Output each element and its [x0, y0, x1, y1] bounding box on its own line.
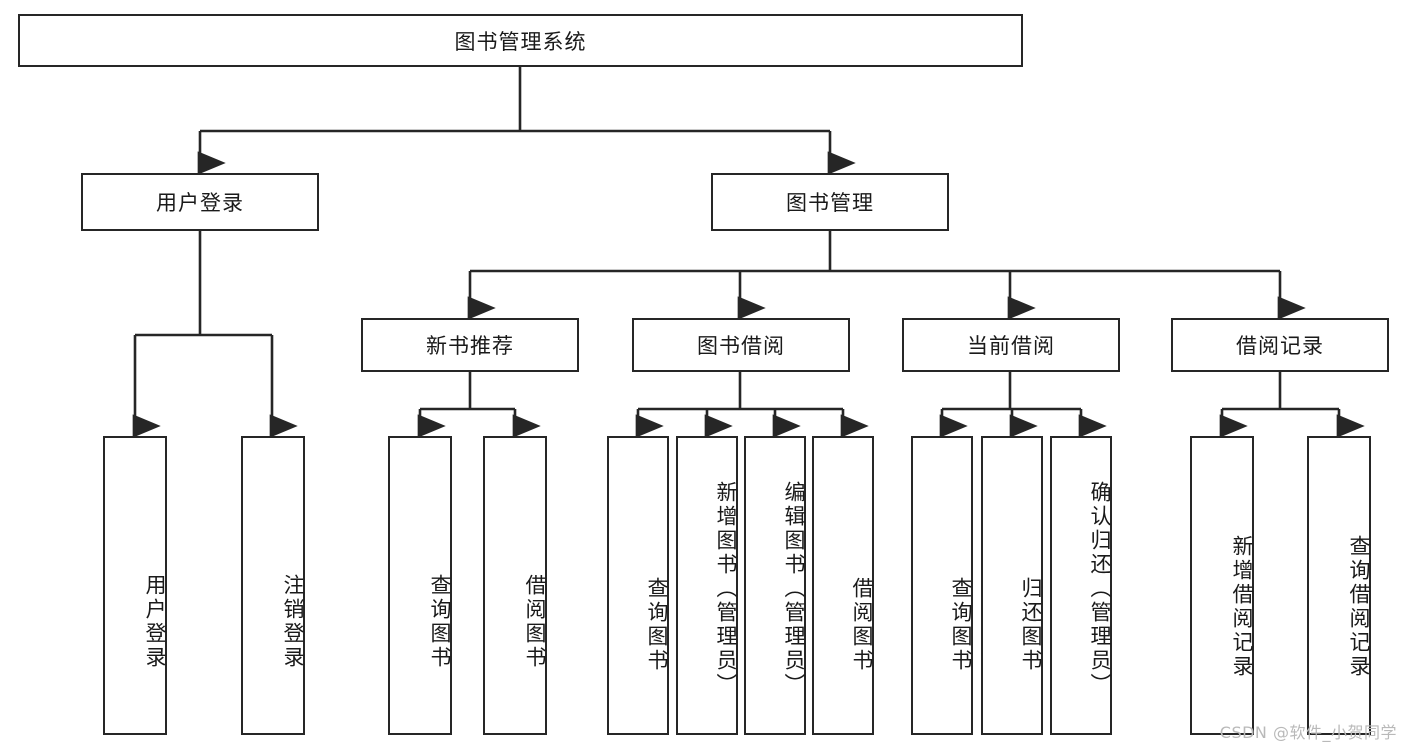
node-leaf-bb-add-book-admin[interactable]: 新增图书（管理员） [676, 436, 738, 735]
node-user-login[interactable]: 用户登录 [81, 173, 319, 231]
node-root[interactable]: 图书管理系统 [18, 14, 1023, 67]
node-leaf-bb-edit-book-admin-label: 编辑图书（管理员） [782, 480, 806, 697]
node-leaf-cb-confirm-return-admin-label: 确认归还（管理员） [1088, 480, 1112, 697]
node-leaf-cb-query-book-label: 查询图书 [949, 576, 973, 673]
node-leaf-br-add-record-label: 新增借阅记录 [1230, 534, 1254, 679]
node-leaf-nbr-query-book-label: 查询图书 [428, 573, 452, 670]
node-leaf-nbr-borrow-book-label: 借阅图书 [523, 573, 547, 670]
node-leaf-cb-return-book-label: 归还图书 [1019, 576, 1043, 673]
node-leaf-user-logout-label: 注销登录 [281, 573, 305, 670]
node-leaf-bb-query-book[interactable]: 查询图书 [607, 436, 669, 735]
node-leaf-user-logout[interactable]: 注销登录 [241, 436, 305, 735]
node-leaf-br-query-record[interactable]: 查询借阅记录 [1307, 436, 1371, 735]
node-leaf-cb-query-book[interactable]: 查询图书 [911, 436, 973, 735]
node-leaf-bb-add-book-admin-label: 新增图书（管理员） [714, 480, 738, 697]
node-leaf-nbr-borrow-book[interactable]: 借阅图书 [483, 436, 547, 735]
node-book-borrow-label: 图书借阅 [697, 334, 785, 358]
node-leaf-bb-borrow-book[interactable]: 借阅图书 [812, 436, 874, 735]
node-new-book-recommend-label: 新书推荐 [426, 334, 514, 358]
node-leaf-br-add-record[interactable]: 新增借阅记录 [1190, 436, 1254, 735]
node-book-management-label: 图书管理 [786, 191, 874, 215]
node-borrow-record-label: 借阅记录 [1236, 334, 1324, 358]
node-user-login-label: 用户登录 [156, 191, 244, 215]
node-book-management[interactable]: 图书管理 [711, 173, 949, 231]
node-leaf-br-query-record-label: 查询借阅记录 [1347, 534, 1371, 679]
node-leaf-cb-confirm-return-admin[interactable]: 确认归还（管理员） [1050, 436, 1112, 735]
node-leaf-bb-query-book-label: 查询图书 [645, 576, 669, 673]
node-current-borrow[interactable]: 当前借阅 [902, 318, 1120, 372]
node-leaf-user-login[interactable]: 用户登录 [103, 436, 167, 735]
node-leaf-bb-edit-book-admin[interactable]: 编辑图书（管理员） [744, 436, 806, 735]
node-new-book-recommend[interactable]: 新书推荐 [361, 318, 579, 372]
node-leaf-user-login-label: 用户登录 [143, 573, 167, 670]
node-book-borrow[interactable]: 图书借阅 [632, 318, 850, 372]
node-leaf-nbr-query-book[interactable]: 查询图书 [388, 436, 452, 735]
node-leaf-bb-borrow-book-label: 借阅图书 [850, 576, 874, 673]
watermark: CSDN @软件_小贺同学 [1219, 723, 1397, 742]
node-borrow-record[interactable]: 借阅记录 [1171, 318, 1389, 372]
node-current-borrow-label: 当前借阅 [967, 334, 1055, 358]
node-root-label: 图书管理系统 [454, 29, 587, 54]
node-leaf-cb-return-book[interactable]: 归还图书 [981, 436, 1043, 735]
